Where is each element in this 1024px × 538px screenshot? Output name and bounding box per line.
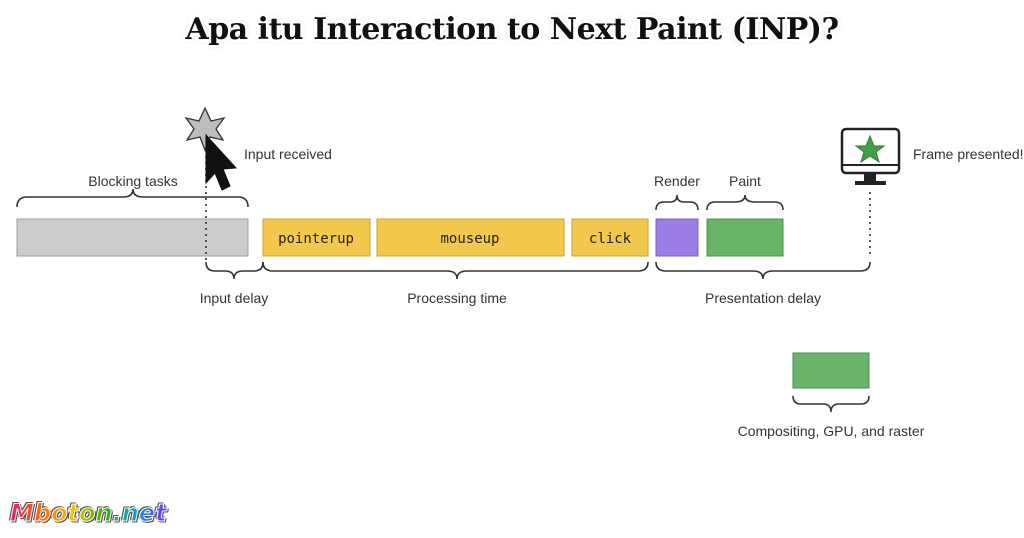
task-mouseup-label: mouseup (440, 231, 499, 247)
blocking-task-bar (16, 218, 249, 257)
task-click-bar (571, 218, 649, 257)
paint-bar (706, 218, 784, 257)
input-received-label: Input received (244, 146, 332, 162)
cursor-pointer-icon (205, 133, 238, 191)
presentation-delay-brace (655, 261, 871, 280)
paint-label: Paint (729, 173, 761, 189)
monitor-star-icon (840, 127, 901, 185)
page-title: Apa itu Interaction to Next Paint (INP)? (185, 12, 839, 47)
task-click-label: click (589, 231, 632, 247)
presentation-delay-label: Presentation delay (705, 290, 821, 306)
compositing-brace (792, 395, 870, 413)
input-delay-label: Input delay (200, 290, 269, 306)
processing-time-brace (262, 261, 649, 280)
compositing-label: Compositing, GPU, and raster (738, 423, 925, 439)
paint-brace (706, 194, 784, 211)
site-logo: Mboton.net (10, 499, 168, 528)
processing-time-label: Processing time (407, 290, 507, 306)
compositing-bar (792, 352, 870, 389)
task-pointerup-label: pointerup (278, 231, 354, 247)
task-pointerup-bar (262, 218, 371, 257)
render-bar (655, 218, 699, 257)
blocking-tasks-label: Blocking tasks (88, 173, 177, 189)
frame-presented-label: Frame presented! (913, 146, 1024, 162)
blocking-tasks-brace (16, 188, 249, 208)
input-delay-brace (205, 261, 264, 280)
task-mouseup-bar (376, 218, 565, 257)
render-label: Render (654, 173, 700, 189)
input-burst-icon (184, 106, 226, 152)
render-brace (655, 194, 699, 211)
